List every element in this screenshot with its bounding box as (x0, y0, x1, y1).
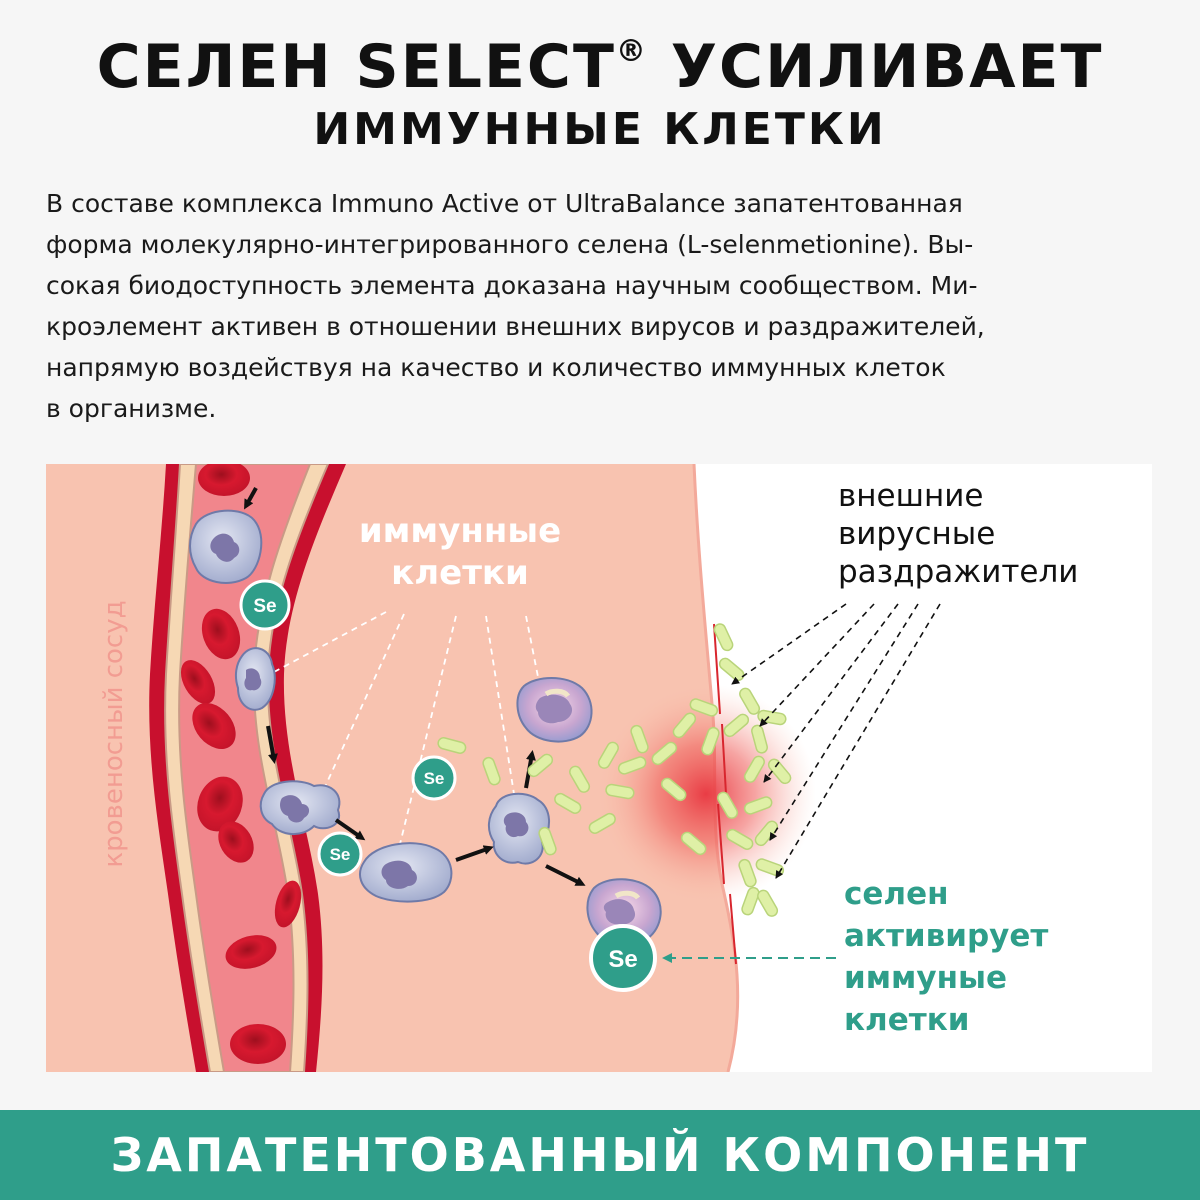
description-line: В составе комплекса Immuno Active от Ult… (46, 189, 963, 218)
cell-nucleus (503, 812, 529, 838)
title-main: СЕЛЕН SELECT (96, 32, 616, 102)
selenium-label-line: активирует (844, 918, 1048, 954)
red-blood-cell (197, 776, 243, 832)
se-marker: Se (239, 579, 291, 631)
cell-nucleus (535, 694, 573, 724)
irritants-label-lines (731, 603, 941, 879)
irritants-label-line: внешние (838, 478, 983, 514)
description-line: кроэлемент активен в отношении внешних в… (46, 312, 985, 341)
description-line: в организме. (46, 394, 217, 423)
outside-area (694, 464, 1152, 1072)
migration-arrows (244, 487, 586, 886)
immune-label-line: иммунные (359, 511, 561, 551)
red-blood-cell (274, 880, 302, 928)
red-blood-cell (192, 702, 236, 750)
red-blood-cell (230, 1024, 286, 1064)
engulfed-particle (544, 688, 571, 698)
se-symbol: Se (253, 596, 276, 617)
description-line: напрямую воздействуя на качество и колич… (46, 353, 946, 382)
description-line: сокая биодоступность элемента доказана н… (46, 271, 978, 300)
description-line: форма молекулярно-интегрированного селен… (46, 230, 974, 259)
selenium-label-line: селен (844, 876, 949, 912)
registered-mark: ® (615, 34, 648, 69)
immune-cells (189, 509, 662, 947)
page-title: СЕЛЕН SELECT® УСИЛИВАЕТ (0, 32, 1200, 102)
cell-nucleus (210, 533, 240, 562)
immune-label-line: клетки (391, 553, 529, 593)
vessel-label: кровеносный сосуд (99, 600, 129, 867)
se-symbol: Se (424, 769, 445, 788)
irritants-label-line: вирусные (838, 516, 995, 552)
irritants-label-line: раздражители (838, 554, 1078, 590)
red-blood-cell (198, 464, 250, 496)
cell-nucleus (280, 795, 310, 823)
bacteria (437, 623, 792, 917)
wound-lines (713, 623, 737, 965)
red-blood-cell (180, 660, 216, 704)
footer-text: ЗАПАТЕНТОВАННЫЙ КОМПОНЕНТ (110, 1128, 1090, 1182)
footer-banner: ЗАПАТЕНТОВАННЫЙ КОМПОНЕНТ (0, 1110, 1200, 1200)
immune-label-lines (273, 611, 540, 845)
se-marker: Se (317, 831, 363, 877)
cell-nucleus (244, 668, 262, 691)
red-blood-cell (225, 935, 277, 969)
red-blood-cells (180, 464, 302, 1064)
title-rest: УСИЛИВАЕТ (670, 32, 1104, 102)
immune-diagram: Se Se Se Se кровеносный сосуд иммунные к… (46, 464, 1152, 1072)
cell-nucleus (603, 899, 636, 925)
se-symbol: Se (330, 845, 351, 864)
se-symbol: Se (608, 946, 637, 973)
red-blood-cell (201, 608, 241, 660)
engulfed-particle (614, 890, 641, 900)
red-blood-cell (218, 821, 254, 863)
selenium-label-line: иммуные (844, 960, 1007, 996)
se-marker: Se (589, 924, 657, 992)
se-marker: Se (411, 755, 457, 801)
selenium-label-line: клетки (844, 1002, 970, 1038)
diagram-svg: Se Se Se Se кровеносный сосуд иммунные к… (46, 464, 1152, 1072)
page-subtitle: ИММУННЫЕ КЛЕТКИ (313, 104, 887, 155)
cell-nucleus (381, 860, 417, 889)
description: В составе комплекса Immuno Active от Ult… (46, 183, 1166, 429)
